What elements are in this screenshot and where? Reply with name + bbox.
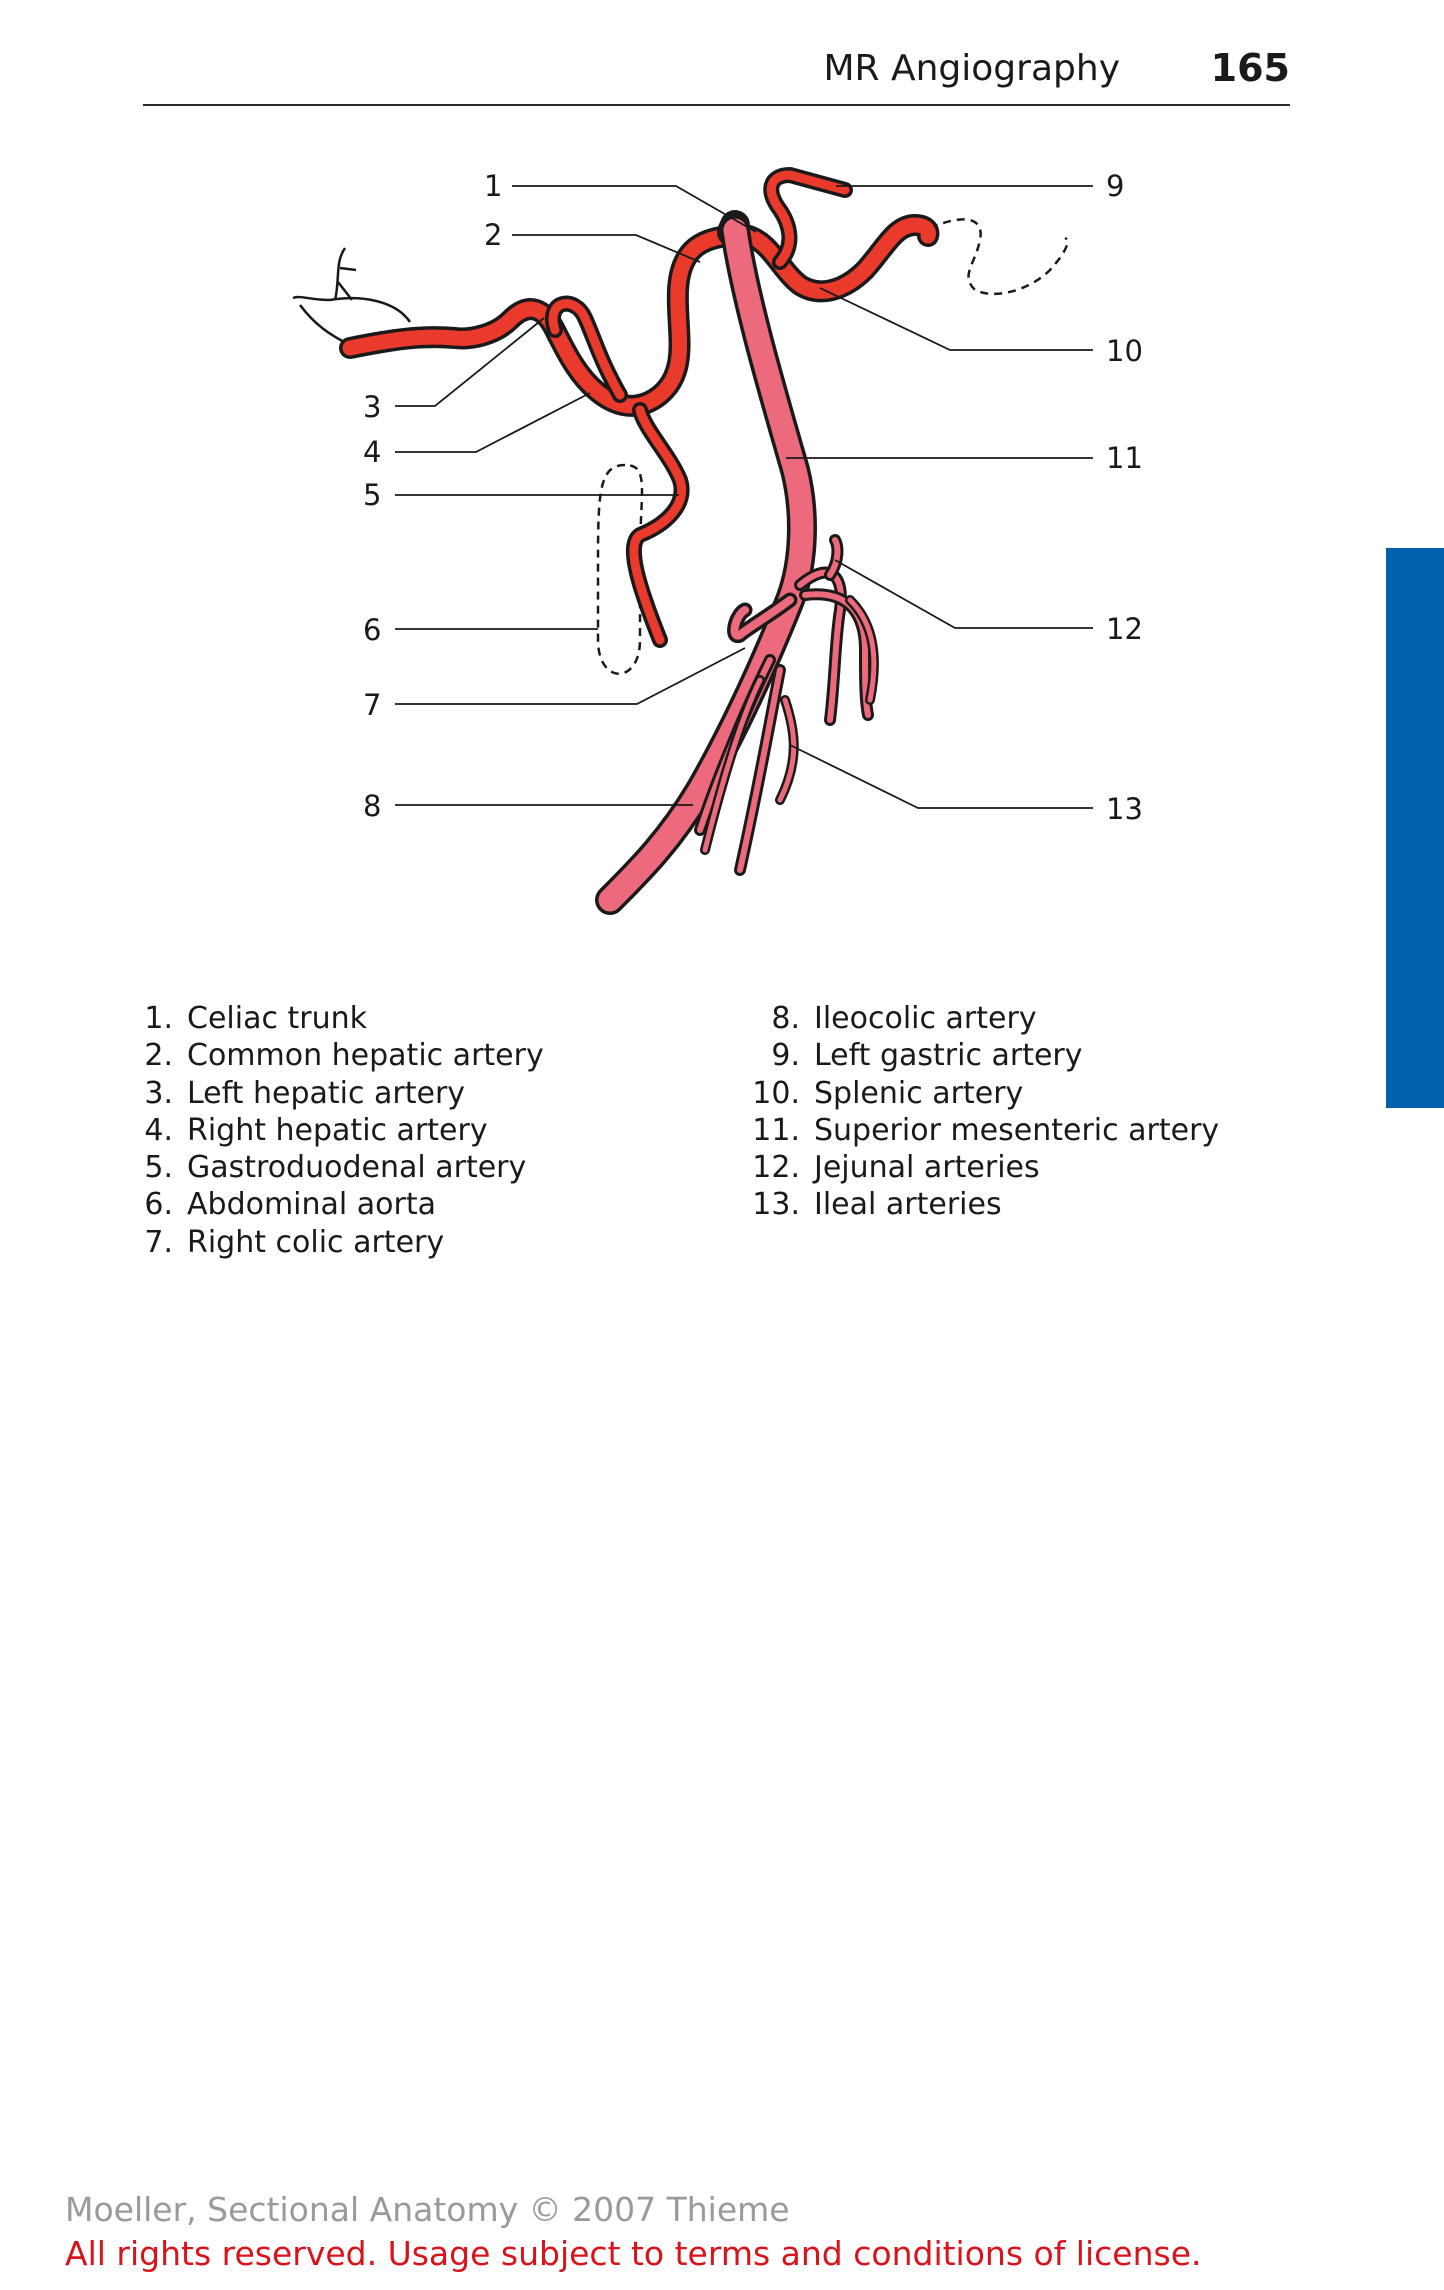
callout-2: 2 bbox=[484, 218, 502, 252]
leader-7 bbox=[395, 647, 746, 705]
leader-10 bbox=[819, 287, 1093, 351]
ileal-4-inner bbox=[702, 677, 763, 853]
leader-2 bbox=[512, 234, 701, 263]
leader-12 bbox=[834, 559, 1093, 629]
ileal-2-inner bbox=[737, 667, 783, 873]
anatomy-diagram: 1 2 3 4 5 6 7 8 9 10 11 12 13 bbox=[292, 167, 1143, 915]
callout-9: 9 bbox=[1106, 169, 1124, 203]
legend-label: Splenic artery bbox=[814, 1075, 1024, 1111]
legend-number: 7 bbox=[143, 1224, 187, 1261]
legend-item: 7Right colic artery bbox=[143, 1224, 544, 1261]
legend-item: 11Superior mesenteric artery bbox=[740, 1112, 1219, 1149]
leader-3 bbox=[395, 317, 545, 407]
legend-item: 8Ileocolic artery bbox=[740, 1000, 1219, 1037]
legend-number: 1 bbox=[143, 1000, 187, 1037]
left-gastric-inner bbox=[766, 170, 850, 267]
callout-4: 4 bbox=[363, 435, 381, 469]
callout-1: 1 bbox=[484, 169, 502, 203]
figure-legend-right: 8Ileocolic artery 9Left gastric artery 1… bbox=[740, 1000, 1219, 1224]
leader-4 bbox=[395, 392, 591, 453]
callout-6: 6 bbox=[363, 613, 381, 647]
legend-item: 9Left gastric artery bbox=[740, 1037, 1219, 1074]
legend-number: 6 bbox=[143, 1186, 187, 1223]
legend-item: 3Left hepatic artery bbox=[143, 1075, 544, 1112]
callout-7: 7 bbox=[363, 688, 381, 722]
callout-13: 13 bbox=[1106, 792, 1143, 826]
legend-number: 4 bbox=[143, 1112, 187, 1149]
legend-label: Left gastric artery bbox=[814, 1038, 1083, 1074]
leader-13 bbox=[789, 744, 1093, 809]
splenic-continuation-outline bbox=[929, 218, 1069, 296]
legend-number: 12 bbox=[740, 1149, 814, 1186]
legend-label: Right colic artery bbox=[187, 1224, 445, 1260]
legend-label: Ileocolic artery bbox=[814, 1001, 1037, 1036]
running-title: MR Angiography bbox=[823, 48, 1120, 89]
legend-item: 2Common hepatic artery bbox=[143, 1037, 544, 1074]
legend-label: Superior mesenteric artery bbox=[814, 1112, 1220, 1148]
footer: Moeller, Sectional Anatomy © 2007 Thieme… bbox=[65, 2188, 1202, 2276]
legend-label: Right hepatic artery bbox=[187, 1112, 488, 1148]
legend-number: 10 bbox=[740, 1075, 814, 1112]
legend-number: 13 bbox=[740, 1186, 814, 1223]
legend-number: 11 bbox=[740, 1112, 814, 1149]
leader-1 bbox=[512, 185, 757, 233]
right-colic-inner bbox=[730, 596, 794, 640]
legend-label: Abdominal aorta bbox=[187, 1187, 437, 1223]
callout-8: 8 bbox=[363, 789, 381, 823]
legend-item: 10Splenic artery bbox=[740, 1075, 1219, 1112]
hepatic-twigs bbox=[292, 247, 357, 347]
legend-item: 5Gastroduodenal artery bbox=[143, 1149, 544, 1186]
legend-label: Left hepatic artery bbox=[187, 1075, 466, 1111]
legend-number: 2 bbox=[143, 1037, 187, 1074]
legend-item: 1Celiac trunk bbox=[143, 1000, 544, 1037]
legend-number: 8 bbox=[740, 1000, 814, 1037]
left-hepatic-loop-inner bbox=[548, 299, 625, 400]
hepatic-artery-inner bbox=[342, 227, 753, 414]
callout-11: 11 bbox=[1106, 441, 1143, 475]
license-line: All rights reserved. Usage subject to te… bbox=[65, 2234, 1202, 2273]
legend-item: 13Ileal arteries bbox=[740, 1186, 1219, 1223]
legend-number: 3 bbox=[143, 1075, 187, 1112]
callout-12: 12 bbox=[1106, 612, 1143, 646]
jejunal-4-inner bbox=[847, 597, 877, 703]
splenic-artery-inner bbox=[737, 217, 936, 299]
chapter-thumb-tab bbox=[1386, 548, 1444, 1108]
page-number: 165 bbox=[1210, 46, 1290, 90]
legend-number: 5 bbox=[143, 1149, 187, 1186]
callout-10: 10 bbox=[1106, 334, 1143, 368]
jejunal-3-inner bbox=[827, 537, 841, 578]
legend-label: Celiac trunk bbox=[187, 1001, 367, 1036]
gastroduodenal-inner bbox=[629, 405, 686, 645]
running-header: MR Angiography 165 bbox=[143, 40, 1290, 106]
figure-legend-left: 1Celiac trunk 2Common hepatic artery 3Le… bbox=[143, 1000, 544, 1261]
callout-5: 5 bbox=[363, 478, 381, 512]
legend-item: 6Abdominal aorta bbox=[143, 1186, 544, 1223]
jejunal-1-inner bbox=[797, 569, 844, 723]
legend-label: Common hepatic artery bbox=[187, 1038, 544, 1074]
legend-label: Gastroduodenal artery bbox=[187, 1150, 527, 1186]
legend-item: 12Jejunal arteries bbox=[740, 1149, 1219, 1186]
legend-item: 4Right hepatic artery bbox=[143, 1112, 544, 1149]
legend-number: 9 bbox=[740, 1037, 814, 1074]
legend-label: Jejunal arteries bbox=[814, 1150, 1040, 1186]
copyright-line: Moeller, Sectional Anatomy © 2007 Thieme bbox=[65, 2190, 790, 2229]
legend-label: Ileal arteries bbox=[814, 1187, 1002, 1223]
callout-3: 3 bbox=[363, 390, 381, 424]
liver-outline bbox=[329, 297, 412, 323]
